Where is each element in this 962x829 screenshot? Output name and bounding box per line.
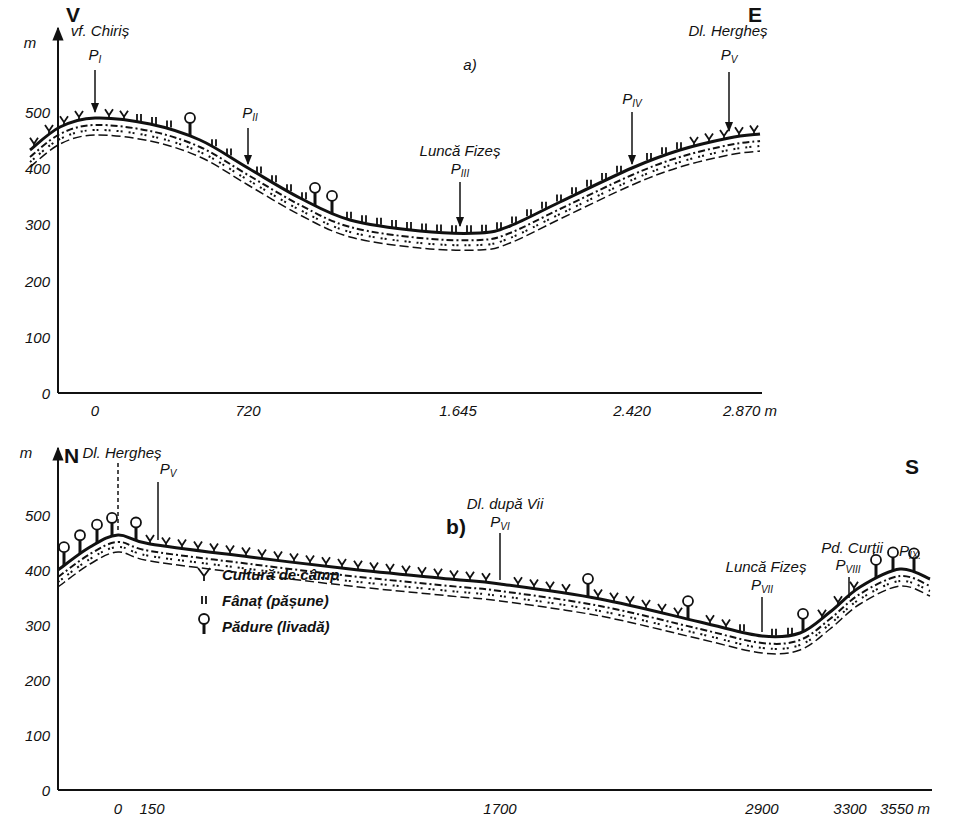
- place-label: Dl. Hergheș: [82, 445, 161, 460]
- place-label: b): [446, 516, 466, 537]
- axis-tick: 0: [114, 801, 122, 816]
- place-label: Pd. Curții: [821, 540, 883, 555]
- axis-tick: 0: [42, 386, 50, 401]
- profile-point: PIII: [451, 161, 469, 179]
- axis-tick: 100: [25, 330, 50, 345]
- axis-tick: 2.420: [613, 403, 651, 418]
- profile-point: PVII: [751, 577, 773, 595]
- legend-text: Cultură de câmp: [222, 567, 340, 582]
- axis-tick: 2.870 m: [723, 403, 777, 418]
- place-label: N: [64, 445, 79, 466]
- axis-tick: 1700: [483, 801, 516, 816]
- profile-point: PVIII: [835, 557, 860, 575]
- place-label: Dl. Hergheș: [688, 23, 767, 38]
- axis-tick: 2900: [745, 801, 778, 816]
- legend-text: Fânaț (pășune): [222, 593, 329, 608]
- profile-markers: [95, 70, 849, 632]
- profile-point: PIV: [622, 91, 641, 109]
- axis-tick: 1.645: [439, 403, 477, 418]
- axis-tick: 150: [139, 801, 164, 816]
- axis-tick: 400: [25, 563, 50, 578]
- legend-text: Pădure (livadă): [222, 619, 330, 634]
- axis-tick: 720: [235, 403, 260, 418]
- axis-tick: 3300: [833, 801, 866, 816]
- axis-tick: 300: [25, 618, 50, 633]
- place-label: E: [748, 4, 762, 25]
- place-label: S: [905, 456, 919, 477]
- place-label: Luncă Fizeș: [420, 143, 501, 158]
- place-label: m: [24, 35, 37, 50]
- axis-tick: 0: [91, 403, 99, 418]
- axis-tick: 200: [25, 673, 50, 688]
- place-label: vf. Chiriș: [71, 23, 129, 38]
- profile-point: PV: [721, 47, 738, 65]
- axis-tick: 0: [42, 783, 50, 798]
- axis-tick: 500: [25, 508, 50, 523]
- profile-point: PII: [242, 105, 258, 123]
- profile-point: PV: [160, 461, 177, 479]
- terrain-profiles: [30, 118, 930, 654]
- axis-tick: 3550 m: [880, 801, 930, 816]
- place-label: a): [463, 57, 476, 72]
- profile-point: PIX.: [899, 543, 921, 561]
- place-label: Luncă Fizeș: [726, 559, 807, 574]
- place-label: m: [20, 445, 33, 460]
- profile-point: PVI: [490, 514, 509, 532]
- place-label: Dl. după Vii: [467, 496, 543, 511]
- axis-tick: 500: [25, 105, 50, 120]
- axis-tick: 100: [25, 728, 50, 743]
- axis-tick: 400: [25, 161, 50, 176]
- legend-symbols: [198, 568, 210, 634]
- axis-tick: 300: [25, 217, 50, 232]
- axis-tick: 200: [25, 274, 50, 289]
- place-label: V: [66, 4, 80, 25]
- profile-point: PI: [89, 47, 102, 65]
- land-use-symbols: [30, 109, 919, 636]
